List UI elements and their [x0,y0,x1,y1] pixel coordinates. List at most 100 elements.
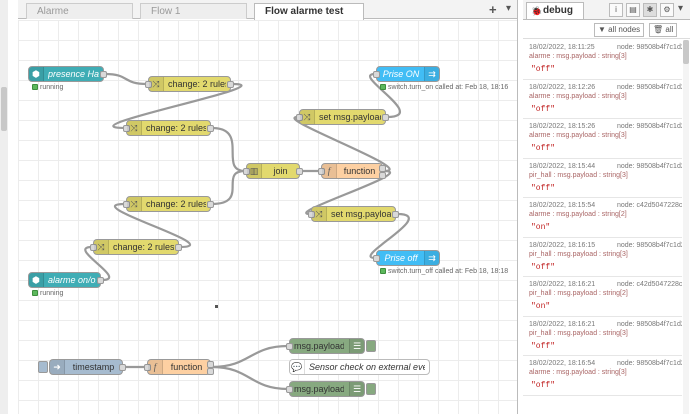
tab-alarme[interactable]: Alarme [26,3,133,19]
node-presence-hall[interactable]: ⬢ presence Hall [28,66,107,82]
output-port-1[interactable] [207,361,214,368]
message-node[interactable]: node: 98508b4f7c1d2c68 [617,162,682,170]
message-node[interactable]: node: 98508b4f7c1d2c68 [617,360,682,367]
add-tab-button[interactable]: + [489,2,497,17]
node-debug-2[interactable]: msg.payload ☰ [286,381,376,397]
message-node[interactable]: node: c42d5047228c82a7 [617,202,682,209]
input-port[interactable] [145,81,152,88]
message-node[interactable]: node: 98508b4f7c1d2c68 [617,123,682,130]
output-port-2[interactable] [207,368,214,375]
message-value: "off" [531,341,556,351]
info-icon[interactable]: i [609,3,623,17]
node-label: Prise ON [382,69,420,79]
debug-toggle-button[interactable] [366,383,376,395]
input-port[interactable] [123,201,130,208]
output-port[interactable] [119,364,126,371]
node-change-4[interactable]: ⤨ change: 2 rules [90,239,182,255]
input-port[interactable] [296,114,303,121]
output-port[interactable] [392,211,399,218]
output-port[interactable] [382,114,389,121]
output-port[interactable] [175,244,182,251]
message-value: "off" [531,262,556,272]
book-icon[interactable]: ▤ [626,3,640,17]
clear-filter-dropdown[interactable]: 🗑 all [649,23,678,37]
gear-icon[interactable]: ⚙ [660,3,674,17]
input-port[interactable] [123,125,130,132]
message-node[interactable]: node: 98508b4f7c1d2c68 [617,320,682,328]
shuffle-icon: ⤨ [127,121,142,135]
debug-bug-icon[interactable]: ✱ [643,3,657,17]
input-port[interactable] [243,168,250,175]
input-port[interactable] [308,211,315,218]
output-port[interactable] [100,71,107,78]
scrollbar-thumb[interactable] [1,87,7,131]
input-port[interactable] [286,343,293,350]
node-alarme-onoff[interactable]: ⬢ alarme on/off [28,272,104,288]
message-value: "on" [531,302,551,311]
status-dot-icon [380,84,386,90]
input-port[interactable] [144,364,151,371]
debug-list-icon: ☰ [349,339,364,353]
node-change-2[interactable]: ⤨ change: 2 rules [123,120,214,136]
message-value: "on" [531,223,551,232]
node-set-payload-2[interactable]: ⤨ set msg.payload [308,206,399,222]
sidebar-header: 🐞 debug i ▤ ✱ ⚙ ▾ [523,0,690,20]
input-port[interactable] [373,255,380,262]
tab-flow-1[interactable]: Flow 1 [140,3,247,19]
node-function-2[interactable]: f function [144,359,214,375]
tab-debug[interactable]: 🐞 debug [526,2,584,19]
filter-nodes-dropdown[interactable]: ▼ all nodes [594,23,645,37]
message-node[interactable]: node: c42d5047228c82a7 [617,281,682,288]
comment-icon: 💬 [290,360,305,374]
node-change-3[interactable]: ⤨ change: 2 rules [123,196,214,212]
input-port[interactable] [286,386,293,393]
message-node[interactable]: node: 98508b4f7c1d2c68 [617,44,682,51]
output-port-2[interactable] [379,172,386,179]
service-call-icon: ⇉ [424,251,439,265]
output-port-1[interactable] [379,165,386,172]
shuffle-icon: ⤨ [94,240,109,254]
message-node[interactable]: node: 98508b4f7c1d2c68 [617,83,682,91]
node-set-payload-1[interactable]: ⤨ set msg.payload [296,109,389,125]
input-port[interactable] [373,71,380,78]
node-function-main[interactable]: f function [318,163,386,179]
node-debug-1[interactable]: msg.payload ☰ [286,338,376,354]
tab-flow-alarme-test[interactable]: Flow alarme test [254,3,364,20]
sidebar-menu-icon[interactable]: ▾ [678,3,684,14]
tab-list-button[interactable]: ▾ [506,3,512,14]
canvas-marker [215,305,218,308]
message-node[interactable]: node: 98508b4f7c1d2c68 [617,241,682,249]
node-comment[interactable]: 💬 Sensor check on external event [289,359,430,375]
output-port[interactable] [227,81,234,88]
node-timestamp[interactable]: ➜ timestamp [38,359,126,375]
node-prise-on[interactable]: Prise ON ⇉ [373,66,440,82]
output-port[interactable] [296,168,303,175]
debug-toggle-button[interactable] [366,340,376,352]
output-port[interactable] [207,201,214,208]
inject-button[interactable] [38,361,48,373]
flow-canvas[interactable] [18,20,517,414]
function-icon: f [148,360,163,374]
scrollbar-thumb[interactable] [683,40,689,64]
node-change-1[interactable]: ⤨ change: 2 rules [145,76,234,92]
output-port[interactable] [207,125,214,132]
debug-scrollbar[interactable] [683,40,689,414]
palette-scrollbar[interactable] [0,0,8,414]
status-dot-icon [380,268,386,274]
input-port[interactable] [90,244,97,251]
node-join[interactable]: ▥ join [243,163,303,179]
node-label: alarme on/off [48,275,96,285]
node-prise-off[interactable]: Prise off ⇉ [373,250,440,266]
output-port[interactable] [97,277,104,284]
input-port[interactable] [318,168,325,175]
message-value: "off" [531,381,556,390]
